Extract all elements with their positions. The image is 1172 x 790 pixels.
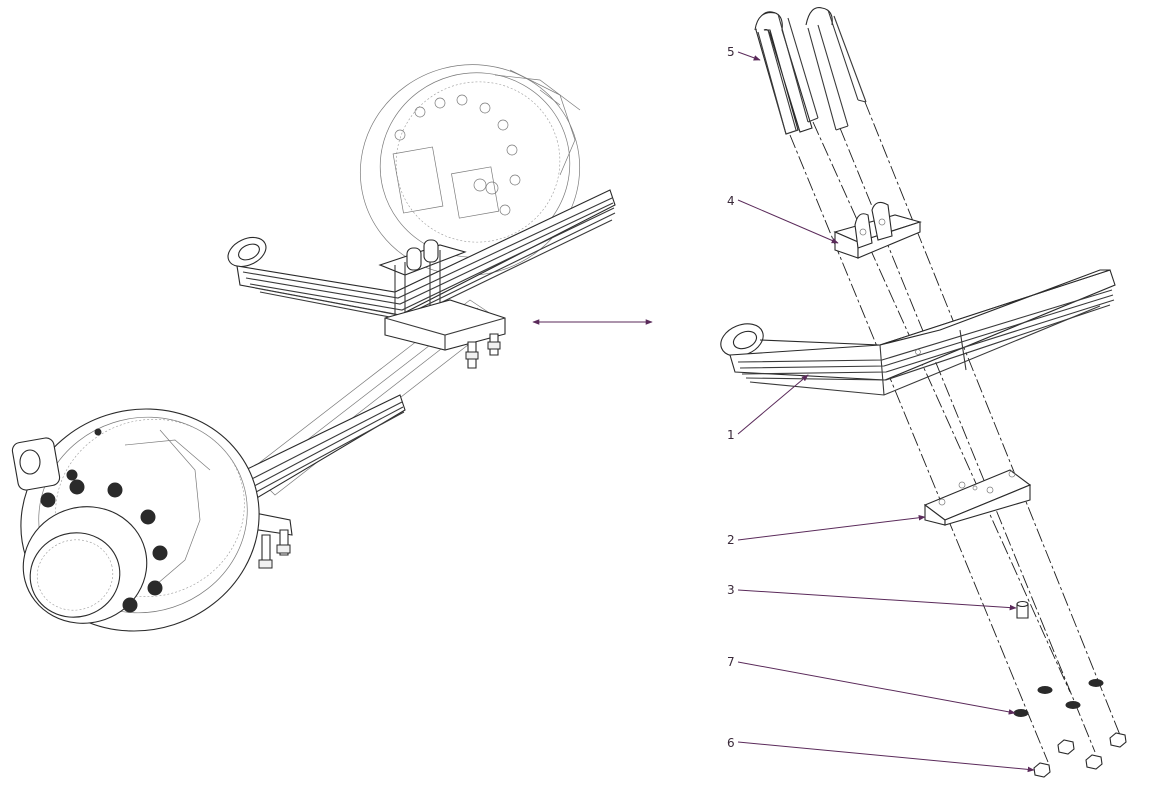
leaf-spring xyxy=(720,269,1116,396)
assembly-centerlines xyxy=(789,101,1121,763)
lock-washers xyxy=(1013,679,1104,717)
callout-6: 6 xyxy=(727,736,735,750)
callout-leaders xyxy=(737,51,1035,773)
front-wheel-hub xyxy=(11,408,260,632)
callout-7: 7 xyxy=(727,655,735,669)
spacer-block xyxy=(923,469,1032,526)
top-clamp-bracket xyxy=(833,201,922,259)
hex-nuts xyxy=(1033,732,1127,778)
assembled-axle-view xyxy=(11,64,616,632)
callout-1: 1 xyxy=(727,428,735,442)
callout-4: 4 xyxy=(727,194,735,208)
callout-2: 2 xyxy=(727,533,735,547)
centre-pin xyxy=(1016,600,1029,619)
rear-leaf-spring xyxy=(227,189,616,321)
rear-u-bolt-clamp xyxy=(378,239,506,369)
u-bolt-pair xyxy=(754,7,867,135)
exploded-parts-view: 5 4 1 2 3 7 6 xyxy=(720,7,1127,778)
rear-brake-drum xyxy=(359,64,581,276)
callout-3: 3 xyxy=(727,583,735,597)
front-leaf-spring xyxy=(234,394,406,569)
callout-5: 5 xyxy=(727,45,735,59)
